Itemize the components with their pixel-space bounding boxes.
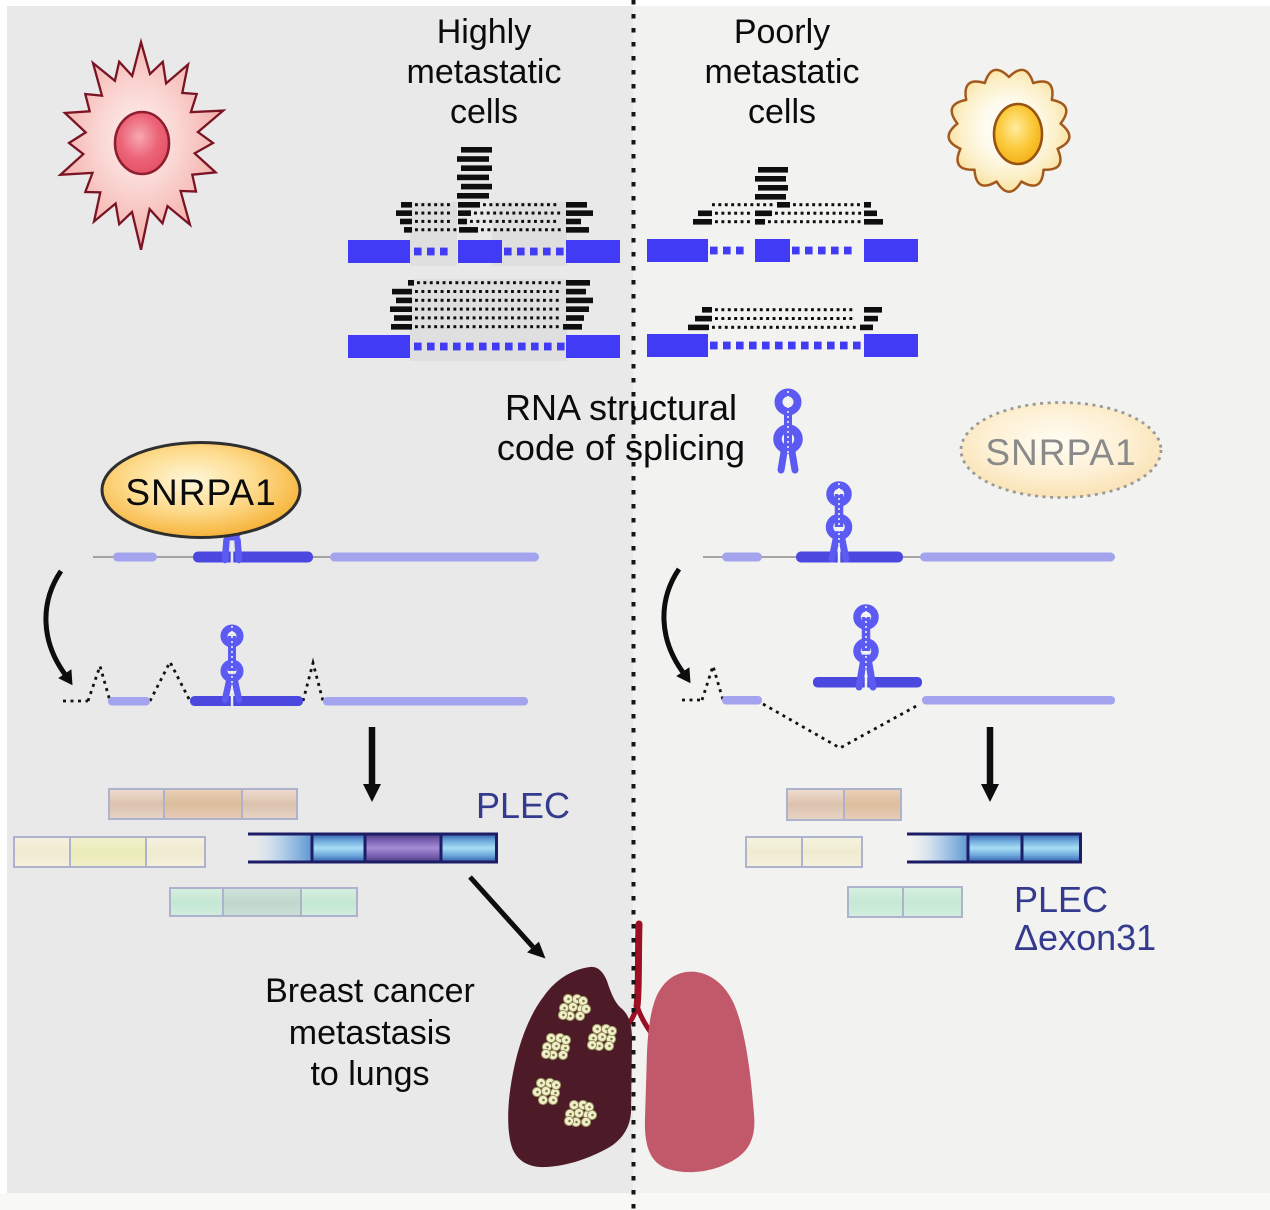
plec-delta-label: PLEC Δexon31 [1014, 881, 1156, 957]
snrpa1-ellipse-right [959, 401, 1163, 499]
gene-model-left-bottom [348, 279, 620, 361]
metastatic-nodule-cluster [540, 1032, 572, 1061]
bottom-caption: Breast cancer metastasis to lungs [210, 971, 530, 1096]
faded-transcript-left-tan [108, 788, 298, 820]
bottom-caption-line1: Breast cancer [265, 972, 475, 1010]
bottom-caption-line2: metastasis [288, 1013, 452, 1052]
left-header-line1: Highly [436, 13, 532, 51]
bottom-caption-line3: to lungs [310, 1055, 430, 1093]
right-header-line1: Poorly [733, 13, 831, 51]
lungs-icon [508, 920, 755, 1173]
metastatic-nodule-cluster [586, 1023, 618, 1052]
plec-label-left: PLEC [476, 785, 571, 826]
faded-transcript-right-tan [786, 788, 902, 821]
right-header-line3: cells [747, 93, 817, 131]
faded-transcript-left-green [169, 887, 358, 917]
rna-stem-loop-icon [773, 388, 803, 474]
center-caption-line1: RNA structural [504, 387, 738, 428]
faded-transcript-right-green [847, 886, 963, 918]
snrpa1-label-right: SNRPA1 [985, 432, 1137, 473]
plec-delta-line1: PLEC [1014, 879, 1109, 920]
spiky-metastatic-cell-icon [57, 37, 227, 250]
metastatic-nodule-cluster [557, 993, 592, 1022]
splice-to-protein-arrow-left [363, 727, 381, 802]
right-header: Poorly metastatic cells [632, 12, 932, 132]
faded-transcript-left-cream [13, 836, 206, 868]
curved-arrow-left [43, 569, 73, 686]
metastatic-nodule-cluster [563, 1099, 598, 1128]
center-caption-line2: code of splicing [496, 427, 746, 468]
center-caption: RNA structural code of splicing [451, 388, 791, 468]
left-header: Highly metastatic cells [334, 12, 634, 132]
spliced-mrna-left [63, 624, 528, 707]
right-lung-healthy [644, 971, 755, 1173]
curved-arrow-right [661, 567, 691, 684]
left-lung-metastatic [508, 966, 632, 1168]
metastatic-nodule-cluster [531, 1077, 562, 1106]
spliced-mrna-right [682, 661, 1115, 750]
plec-full-bar [248, 832, 498, 864]
pre-mrna-left [93, 521, 539, 564]
snrpa1-label-left: SNRPA1 [125, 472, 277, 513]
splice-to-protein-arrow-right [981, 727, 999, 802]
pre-mrna-right [703, 481, 1115, 564]
gene-model-right-bottom [647, 307, 918, 357]
metastasis-arrow [468, 875, 546, 959]
smooth-cell-icon [947, 68, 1071, 193]
left-header-line2: metastatic [406, 53, 562, 91]
skipped-exon-right [813, 604, 922, 691]
snrpa1-ellipse-left [100, 441, 302, 539]
gene-model-right-top [647, 167, 918, 262]
gene-model-left-top [348, 147, 620, 266]
faded-transcript-right-cream [745, 836, 863, 868]
plec-delta-line2: Δexon31 [1014, 917, 1157, 958]
right-header-line2: metastatic [704, 53, 860, 91]
left-header-line3: cells [449, 93, 519, 131]
plec-delta-bar [907, 832, 1082, 864]
